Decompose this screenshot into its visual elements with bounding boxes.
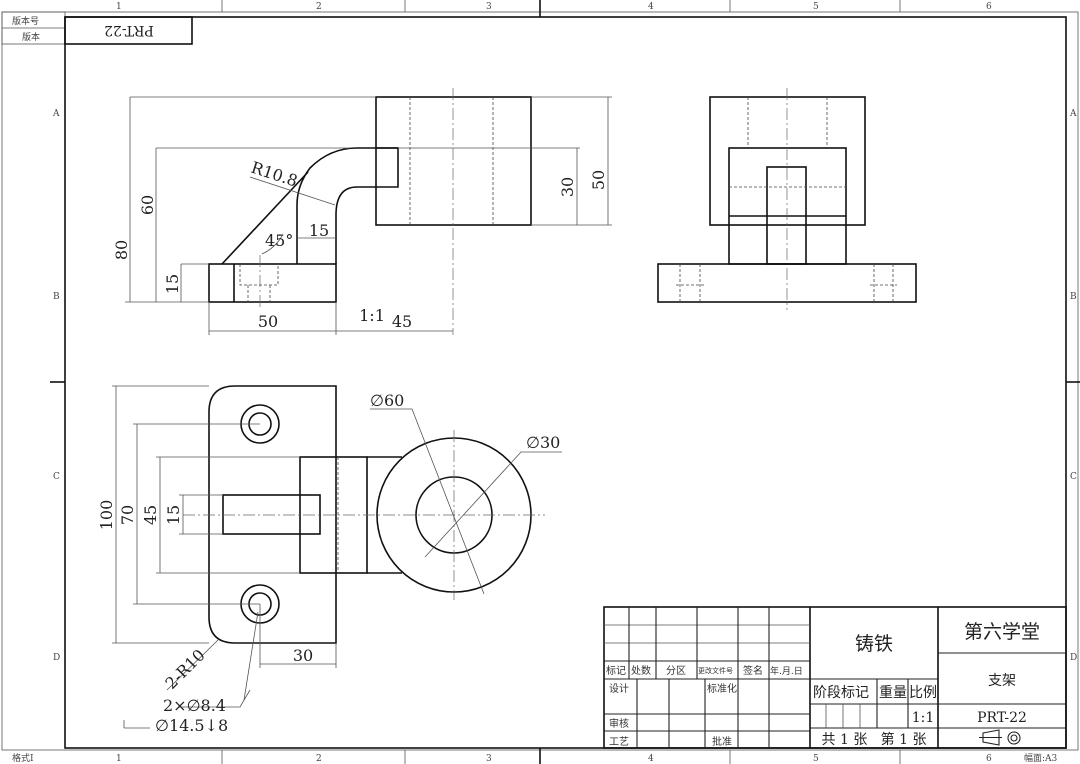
company-name: 第六学堂	[964, 621, 1040, 643]
role-standard: 标准化	[707, 682, 737, 695]
size-label: 幅面:A3	[1024, 752, 1058, 764]
col-label: 1	[116, 2, 122, 12]
dim-base-width: 50	[258, 312, 278, 331]
row-label: B	[1070, 292, 1077, 302]
dim-block-height: 50	[589, 170, 608, 190]
first-angle-projection-icon	[979, 729, 1021, 746]
role-design: 设计	[609, 682, 629, 695]
revision-number-label: 版本号	[12, 15, 39, 27]
row-label: C	[1070, 472, 1077, 482]
header-signature: 签名	[743, 664, 763, 677]
col-label: 4	[648, 754, 654, 764]
drawing-number: PRT-22	[977, 710, 1027, 726]
role-approve: 批准	[712, 735, 732, 748]
dim-inner-diameter: ∅30	[526, 433, 560, 452]
row-label: D	[53, 653, 60, 663]
sheet-count: 共 1 张 第 1 张	[822, 731, 927, 748]
dim-base-height: 15	[163, 274, 182, 294]
col-label: 3	[486, 2, 492, 12]
scale-value: 1:1	[912, 710, 935, 726]
row-labels: A B C D A B C D	[52, 109, 1077, 663]
col-label: 6	[986, 2, 992, 12]
dim-angle: 45°	[265, 231, 293, 250]
dim-arm-height: 60	[138, 195, 157, 215]
header-zone: 分区	[666, 665, 686, 677]
row-label: A	[1069, 109, 1077, 119]
dim-corner-radius: 2-R10	[161, 645, 208, 692]
row-label: B	[53, 292, 60, 302]
format-label: 格式I	[12, 752, 34, 764]
top-view: 100 70 45 15 30 ∅60 ∅30 2-R10 2×∅8.4 ∅14…	[97, 385, 562, 735]
dim-block-width: 45	[141, 505, 160, 525]
part-name: 支架	[988, 673, 1016, 689]
revision-box: 版本号 版本 PRT-22	[1, 11, 193, 45]
col-label: 6	[986, 754, 992, 764]
row-label: D	[1070, 653, 1077, 663]
front-view: 80 60 15 50 45 1:1 15 30 50 R10.8 45°	[112, 88, 612, 335]
material: 铸铁	[855, 633, 893, 655]
header-date: 年.月.日	[770, 665, 803, 677]
dim-hole-offset: 30	[293, 646, 313, 665]
row-label: C	[53, 472, 60, 482]
role-review: 审核	[609, 717, 629, 730]
stage-mark-label: 阶段标记	[813, 685, 869, 701]
dim-outer-diameter: ∅60	[370, 391, 404, 410]
col-label: 2	[316, 754, 322, 764]
dim-counterbore-spec: ∅14.5↓8	[155, 716, 228, 735]
row-label: A	[52, 109, 60, 119]
col-label: 4	[648, 2, 654, 12]
inverted-drawing-number: PRT-22	[104, 22, 154, 38]
dim-hole-spacing: 70	[118, 505, 137, 525]
col-label: 1	[116, 754, 122, 764]
revision-label: 版本	[22, 31, 40, 43]
header-change-doc: 更改文件号	[698, 666, 733, 675]
col-label: 5	[813, 754, 819, 764]
dim-plate-length: 100	[97, 500, 116, 531]
col-label: 3	[486, 754, 492, 764]
title-block: 标记 处数 分区 更改文件号 签名 年.月.日 设计 标准化 审核 工艺 批准 …	[603, 606, 1067, 749]
col-label: 5	[813, 2, 819, 12]
col-label: 2	[316, 2, 322, 12]
column-labels-top: 1 2 3 4 5 6	[116, 2, 992, 12]
side-view	[657, 88, 917, 310]
ratio-label: 比例	[909, 685, 937, 701]
role-process: 工艺	[609, 736, 629, 748]
dim-radius: R10.8	[249, 158, 300, 191]
dim-hole-spec: 2×∅8.4	[163, 696, 226, 715]
dim-offset: 45	[392, 312, 412, 331]
scale-note: 1:1	[359, 306, 385, 325]
column-labels-bottom: 1 2 3 4 5 6 格式I 幅面:A3	[12, 752, 1058, 764]
weight-label: 重量	[879, 685, 907, 701]
header-mark: 标记	[606, 665, 626, 677]
dim-web-width: 15	[309, 221, 329, 240]
dim-overall-height: 80	[112, 240, 131, 260]
dim-rib-width: 15	[164, 505, 183, 525]
dim-block-inner: 30	[558, 177, 577, 197]
header-count: 处数	[631, 664, 651, 677]
